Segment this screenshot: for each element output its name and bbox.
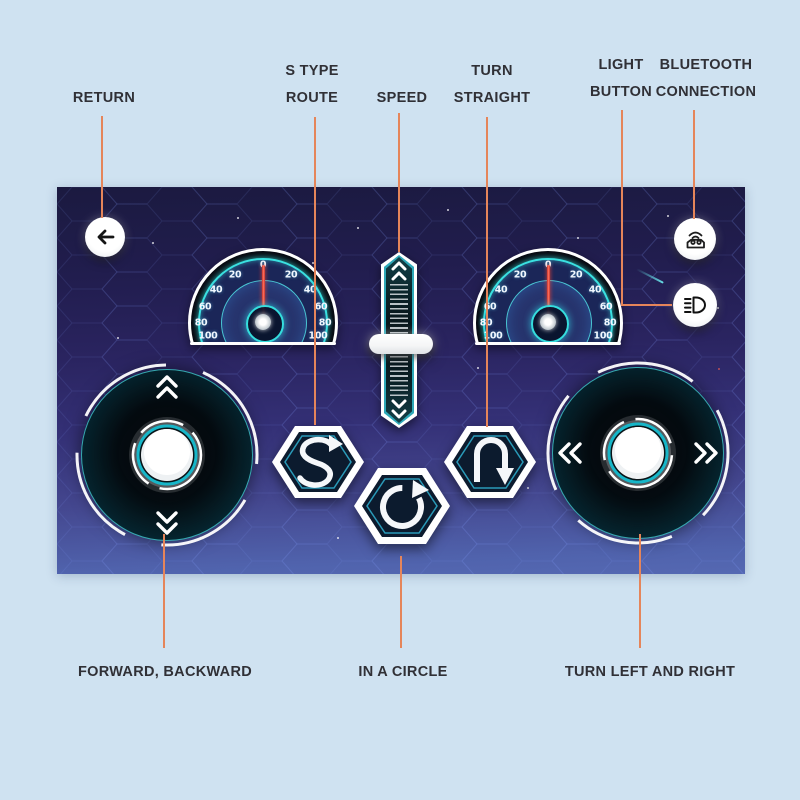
s-route-button[interactable] xyxy=(272,425,364,504)
star-dot xyxy=(337,537,339,539)
u-turn-button[interactable] xyxy=(444,425,536,504)
callout-line-light xyxy=(621,110,623,306)
callout-line-light-elbow xyxy=(621,304,672,306)
return-button[interactable] xyxy=(85,217,125,257)
gauge-tick: 100 xyxy=(483,330,503,342)
gauge-tick: 60 xyxy=(314,301,328,313)
callout-line-forward-backward xyxy=(163,534,165,648)
joystick-dashed-ring xyxy=(75,363,259,547)
joystick-knob[interactable] xyxy=(594,409,681,496)
s-curve-arrow-icon xyxy=(297,435,343,488)
label-s-type-route: S TYPE ROUTE xyxy=(285,63,339,106)
light-button[interactable] xyxy=(673,283,717,327)
gauge-tick: 100 xyxy=(198,330,218,342)
remote-control-app-panel: 0 20 20 40 40 60 60 80 80 100 100 0 20 2… xyxy=(57,187,745,574)
rotate-clockwise-icon xyxy=(380,480,429,529)
headlight-beam-icon xyxy=(684,296,706,314)
label-bluetooth-connection: BLUETOOTH CONNECTION xyxy=(655,57,757,100)
label-forward-backward: FORWARD, BACKWARD xyxy=(78,664,252,680)
gauge-tick: 60 xyxy=(198,301,212,313)
gauge-tick: 100 xyxy=(593,330,613,342)
star-dot xyxy=(312,262,314,264)
in-a-circle-button[interactable] xyxy=(354,467,450,550)
gauge-tick: 20 xyxy=(228,269,242,281)
star-dot xyxy=(447,209,449,211)
gauge-tick: 60 xyxy=(599,301,613,313)
chevron-up-icon xyxy=(391,261,407,281)
back-arrow-icon xyxy=(97,229,115,245)
label-speed: SPEED xyxy=(376,90,428,106)
star-dot xyxy=(152,242,154,244)
gauge-tick: 40 xyxy=(494,284,508,296)
gauge-tick: 80 xyxy=(194,317,208,329)
callout-line-speed xyxy=(398,113,400,252)
right-joystick-left-right[interactable] xyxy=(546,361,730,545)
label-turn-straight: TURN STRAIGHT xyxy=(453,63,531,106)
star-dot xyxy=(117,337,119,339)
gauge-tick: 40 xyxy=(209,284,223,296)
gauge-needle xyxy=(546,265,550,325)
left-joystick-forward-backward[interactable] xyxy=(75,363,259,547)
callout-line-turn-straight xyxy=(486,117,488,427)
bluetooth-connection-button[interactable] xyxy=(674,218,716,260)
chevron-down-icon xyxy=(156,511,178,535)
gauge-tick: 20 xyxy=(284,269,298,281)
label-return: RETURN xyxy=(72,90,136,106)
label-light-button: LIGHT BUTTON xyxy=(590,57,652,100)
left-speed-gauge: 0 20 20 40 40 60 60 80 80 100 100 xyxy=(188,248,338,345)
star-dot xyxy=(237,217,239,219)
gauge-tick: 80 xyxy=(603,317,617,329)
right-speed-gauge: 0 20 20 40 40 60 60 80 80 100 100 xyxy=(473,248,623,345)
chevron-up-icon xyxy=(156,375,178,399)
chevron-down-icon xyxy=(391,399,407,419)
star-dot xyxy=(477,367,479,369)
star-dot xyxy=(667,215,669,217)
gauge-needle xyxy=(261,265,265,325)
callout-line-in-a-circle xyxy=(400,556,402,648)
callout-line-s-type xyxy=(314,117,316,425)
label-in-a-circle: IN A CIRCLE xyxy=(358,664,448,680)
gauge-tick: 40 xyxy=(303,284,317,296)
star-dot-red xyxy=(718,368,720,370)
joystick-dashed-ring xyxy=(546,361,730,545)
rc-car-signal-icon xyxy=(686,231,705,248)
chevron-right-icon xyxy=(694,442,718,464)
gauge-tick: 40 xyxy=(588,284,602,296)
star-dot xyxy=(527,487,529,489)
slider-thumb[interactable] xyxy=(369,334,433,354)
speed-slider[interactable] xyxy=(369,252,433,428)
label-turn-left-right: TURN LEFT AND RIGHT xyxy=(564,664,736,680)
callout-line-bluetooth xyxy=(693,110,695,219)
callout-line-turn-left-right xyxy=(639,534,641,648)
gauge-tick: 60 xyxy=(483,301,497,313)
star-dot xyxy=(717,307,719,309)
u-turn-arrow-icon xyxy=(474,437,514,485)
callout-line-return xyxy=(101,116,103,218)
gauge-tick: 20 xyxy=(569,269,583,281)
star-dot xyxy=(357,227,359,229)
star-dot xyxy=(577,237,579,239)
gauge-tick: 100 xyxy=(308,330,328,342)
gauge-tick: 80 xyxy=(318,317,332,329)
gauge-tick: 20 xyxy=(513,269,527,281)
joystick-knob[interactable] xyxy=(122,410,212,500)
chevron-left-icon xyxy=(558,442,582,464)
